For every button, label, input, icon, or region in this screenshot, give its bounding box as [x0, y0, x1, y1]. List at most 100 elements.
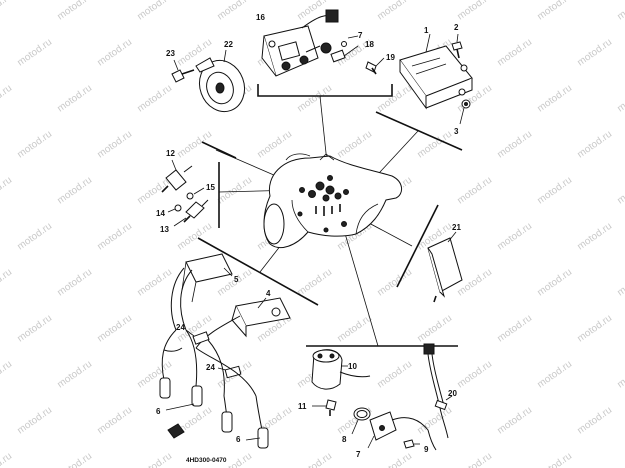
watermark-text: motod.ru [375, 359, 414, 391]
watermark-text: motod.ru [455, 451, 494, 468]
callout-20: 20 [448, 389, 457, 398]
callout-13: 13 [160, 225, 169, 234]
part-2-screw [451, 33, 463, 59]
watermark-text: motod.ru [15, 405, 54, 437]
watermark-text: motod.ru [535, 175, 574, 207]
watermark-text: motod.ru [495, 129, 534, 161]
watermark-text: motod.ru [495, 313, 534, 345]
small-connector [167, 423, 185, 439]
part-9-screw [403, 439, 420, 449]
watermark-text: motod.ru [0, 359, 14, 391]
callout-18: 18 [365, 40, 374, 49]
watermark-text: motod.ru [495, 37, 534, 69]
watermark-text: motod.ru [95, 221, 134, 253]
watermark-text: motod.ru [215, 175, 254, 207]
watermark-text: motod.ru [495, 405, 534, 437]
watermark-text: motod.ru [615, 267, 625, 299]
watermark-text: motod.ru [135, 0, 174, 22]
watermark-text: motod.ru [615, 83, 625, 115]
part-11-bolt [312, 399, 337, 416]
part-24-lead-clamp-lower [217, 365, 242, 379]
part-21-relay [427, 231, 463, 303]
watermark-text: motod.ru [95, 37, 134, 69]
callout-12: 12 [166, 149, 175, 158]
part-3-nut [459, 99, 471, 125]
part-4-ignition-coil [195, 297, 291, 349]
watermark-text: motod.ru [615, 175, 625, 207]
callout-21: 21 [452, 223, 461, 232]
part-7-sensor-body [367, 411, 437, 451]
watermark-text: motod.ru [335, 405, 374, 437]
callout-8: 8 [342, 435, 347, 444]
watermark-text: motod.ru [255, 129, 294, 161]
callout-22: 22 [224, 40, 233, 49]
watermark-text: motod.ru [55, 83, 94, 115]
part-1-control-unit [399, 33, 473, 110]
watermark-text: motod.ru [55, 175, 94, 207]
callout-23: 23 [166, 49, 175, 58]
callout-24-lower: 24 [206, 363, 215, 372]
part-12-switch [161, 159, 193, 193]
watermark-text: motod.ru [415, 405, 454, 437]
watermark-text: motod.ru [455, 0, 494, 22]
part-6-plug-cap-left [159, 377, 203, 411]
watermark-text: motod.ru [535, 267, 574, 299]
watermark-text: motod.ru [575, 313, 614, 345]
watermark-text: motod.ru [0, 451, 14, 468]
watermark-text: motod.ru [55, 0, 94, 22]
diagram-code: 4HD300-0470 [186, 457, 227, 464]
watermark-text: motod.ru [535, 359, 574, 391]
part-13-sensor [173, 199, 209, 227]
watermark-text: motod.ru [295, 451, 334, 468]
watermark-text: motod.ru [175, 221, 214, 253]
watermark-text: motod.ru [495, 221, 534, 253]
watermark-text: motod.ru [55, 451, 94, 468]
part-6-plug-cap-right [221, 411, 269, 449]
part-19-bolt [365, 57, 385, 75]
watermark-text: motod.ru [455, 175, 494, 207]
part-5-ignition-coil [170, 253, 233, 331]
watermark-text: motod.ru [295, 83, 334, 115]
watermark-text: motod.ru [0, 267, 14, 299]
watermark-text: motod.ru [455, 267, 494, 299]
part-23-bolt [171, 59, 195, 83]
watermark-text: motod.ru [375, 0, 414, 22]
watermark-text: motod.ru [455, 359, 494, 391]
watermark-text: motod.ru [15, 37, 54, 69]
watermark-text: motod.ru [575, 405, 614, 437]
part-8-o-ring [351, 407, 371, 435]
watermark-text: motod.ru [295, 267, 334, 299]
callout-2: 2 [454, 23, 459, 32]
watermark-text: motod.ru [135, 267, 174, 299]
watermark-text: motod.ru [375, 451, 414, 468]
callout-24-upper: 24 [176, 323, 185, 332]
callout-14: 14 [156, 209, 165, 218]
watermark-text: motod.ru [15, 129, 54, 161]
callout-1: 1 [424, 26, 429, 35]
part-24-lead-clamp-upper [185, 329, 210, 345]
callout-10: 10 [348, 362, 357, 371]
watermark-text: motod.ru [95, 129, 134, 161]
watermark-text: motod.ru [215, 0, 254, 22]
frame-component-cluster [297, 175, 349, 233]
watermark-text: motod.ru [135, 83, 174, 115]
callout-15: 15 [206, 183, 215, 192]
callout-labels: 16 7 18 19 23 22 1 2 3 12 15 14 13 21 5 … [156, 13, 461, 464]
watermark-text: motod.ru [95, 405, 134, 437]
part-7-18-fittings [320, 35, 359, 63]
watermark-text: motod.ru [535, 451, 574, 468]
watermark-text: motod.ru [15, 313, 54, 345]
callout-19: 19 [386, 53, 395, 62]
watermark-text: motod.ru [575, 221, 614, 253]
watermark-text: motod.ru [0, 0, 14, 22]
callout-11: 11 [298, 402, 307, 411]
watermark-text: motod.ru [575, 129, 614, 161]
callout-6-right: 6 [236, 435, 241, 444]
part-22-horn [195, 49, 246, 113]
watermark-text: motod.ru [535, 0, 574, 22]
callout-6-left: 6 [156, 407, 161, 416]
part-20-harness [423, 343, 453, 439]
part-14-washer [167, 204, 182, 213]
